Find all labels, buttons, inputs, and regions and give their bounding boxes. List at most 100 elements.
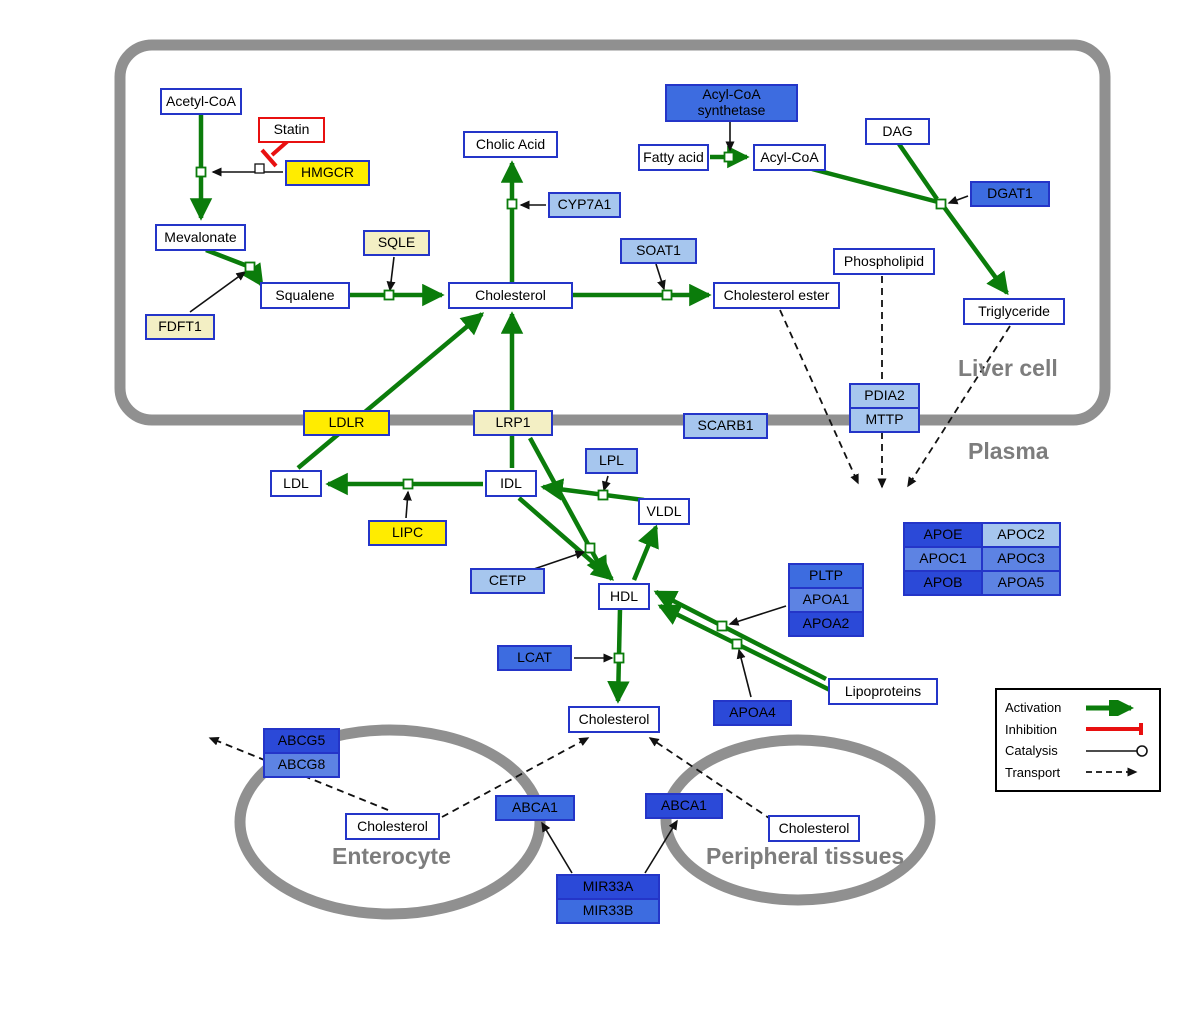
node-fatty-acid[interactable]: Fatty acid bbox=[638, 144, 709, 171]
liver-cell-label: Liver cell bbox=[958, 355, 1058, 381]
edge-dag-junction bbox=[897, 142, 939, 201]
node-phospholipid[interactable]: Phospholipid bbox=[833, 248, 935, 275]
legend-catalysis-row: Catalysis bbox=[1005, 740, 1151, 762]
node-cholesterol-liver[interactable]: Cholesterol bbox=[448, 282, 573, 309]
node-pltp[interactable]: PLTP bbox=[788, 563, 864, 589]
catalysis-circle-icon bbox=[1086, 744, 1148, 757]
edge-hdl-vldl bbox=[631, 524, 659, 581]
node-vldl[interactable]: VLDL bbox=[638, 498, 690, 525]
node-sqle[interactable]: SQLE bbox=[363, 230, 430, 256]
legend-inhibition-label: Inhibition bbox=[1005, 721, 1058, 737]
node-cholesterol-enterocyte[interactable]: Cholesterol bbox=[345, 813, 440, 840]
edge-lrp1-hdl-via-cetp bbox=[528, 436, 608, 580]
node-dgat1[interactable]: DGAT1 bbox=[970, 181, 1050, 207]
legend-activation-row: Activation bbox=[1005, 697, 1151, 719]
compartments bbox=[114, 39, 1111, 920]
catalysis-apoa4 bbox=[736, 648, 752, 698]
regulation-mir33-abca1-right bbox=[644, 819, 678, 874]
node-soat1[interactable]: SOAT1 bbox=[620, 238, 697, 264]
node-apob[interactable]: APOB bbox=[903, 570, 983, 596]
node-mevalonate[interactable]: Mevalonate bbox=[155, 224, 246, 251]
edge-ldl-cholesterol-via-ldlr bbox=[296, 312, 485, 470]
node-abca1-peripheral[interactable]: ABCA1 bbox=[645, 793, 723, 819]
transport-enterocyte-cholesterol-to-plasma bbox=[441, 737, 590, 818]
node-apoc3[interactable]: APOC3 bbox=[981, 546, 1061, 572]
catalysis-lpl bbox=[602, 475, 611, 492]
node-lipc[interactable]: LIPC bbox=[368, 520, 447, 546]
node-triglyceride[interactable]: Triglyceride bbox=[963, 298, 1065, 325]
node-abcg8[interactable]: ABCG8 bbox=[263, 752, 340, 778]
node-mir33a[interactable]: MIR33A bbox=[556, 874, 660, 900]
legend-activation-label: Activation bbox=[1005, 700, 1062, 716]
node-apoa1[interactable]: APOA1 bbox=[788, 587, 864, 613]
node-ldlr[interactable]: LDLR bbox=[303, 410, 390, 436]
activation-arrow-icon bbox=[1086, 699, 1134, 716]
node-mir33b[interactable]: MIR33B bbox=[556, 898, 660, 924]
inhibition-tbar bbox=[260, 148, 278, 168]
node-apoa5[interactable]: APOA5 bbox=[981, 570, 1061, 596]
node-pdia2[interactable]: PDIA2 bbox=[849, 383, 920, 409]
compartment-peripheral-tissues bbox=[660, 734, 936, 906]
node-statin[interactable]: Statin bbox=[258, 117, 325, 143]
transport-peripheral-cholesterol-to-plasma bbox=[648, 737, 773, 821]
catalysis-dgat1 bbox=[947, 195, 969, 205]
catalysis-cetp bbox=[533, 550, 586, 570]
legend-catalysis-label: Catalysis bbox=[1005, 743, 1058, 759]
node-hmgcr[interactable]: HMGCR bbox=[285, 160, 370, 186]
edge-acylcoa-junction bbox=[811, 166, 939, 205]
catalysis-fdft1 bbox=[189, 271, 247, 313]
plasma-label: Plasma bbox=[968, 438, 1049, 464]
node-hdl[interactable]: HDL bbox=[598, 583, 650, 610]
node-acyl-coa[interactable]: Acyl-CoA bbox=[753, 144, 826, 171]
legend-inhibition-row: Inhibition bbox=[1005, 719, 1151, 741]
node-mttp[interactable]: MTTP bbox=[849, 407, 920, 433]
node-ldl[interactable]: LDL bbox=[270, 470, 322, 497]
node-squalene[interactable]: Squalene bbox=[260, 282, 350, 309]
enterocyte-label: Enterocyte bbox=[332, 843, 451, 869]
catalysis-apoa-stack bbox=[728, 605, 787, 626]
node-lrp1[interactable]: LRP1 bbox=[473, 410, 553, 436]
transport-cholesterol-ester-to-plasma bbox=[779, 309, 859, 485]
catalysis-soat1 bbox=[655, 263, 666, 291]
inhibition-tbar-icon bbox=[1086, 723, 1143, 736]
legend: Activation Inhibition Catalysis Transpor… bbox=[995, 688, 1161, 792]
edge-lipoproteins-hdl-lower bbox=[657, 603, 839, 697]
node-acetyl-coa[interactable]: Acetyl-CoA bbox=[160, 88, 242, 115]
compartment-enterocyte bbox=[234, 724, 546, 920]
node-abca1-enterocyte[interactable]: ABCA1 bbox=[495, 795, 575, 821]
node-scarb1[interactable]: SCARB1 bbox=[683, 413, 768, 439]
node-apoa2[interactable]: APOA2 bbox=[788, 611, 864, 637]
compartment-liver-cell bbox=[114, 39, 1111, 426]
node-cetp[interactable]: CETP bbox=[470, 568, 545, 594]
node-abcg5[interactable]: ABCG5 bbox=[263, 728, 340, 754]
node-cholesterol-peripheral[interactable]: Cholesterol bbox=[768, 815, 860, 842]
peripheral-tissues-label: Peripheral tissues bbox=[706, 843, 905, 869]
legend-transport-label: Transport bbox=[1005, 764, 1061, 780]
node-dag[interactable]: DAG bbox=[865, 118, 930, 145]
catalysis-edges bbox=[189, 122, 969, 874]
regulation-mir33-abca1-left bbox=[541, 821, 573, 874]
node-cyp7a1[interactable]: CYP7A1 bbox=[548, 192, 621, 218]
node-acyl-coa-synthetase[interactable]: Acyl-CoA synthetase bbox=[665, 84, 798, 122]
node-cholic-acid[interactable]: Cholic Acid bbox=[463, 131, 558, 158]
node-cholesterol-plasma[interactable]: Cholesterol bbox=[568, 706, 660, 733]
node-lpl[interactable]: LPL bbox=[585, 448, 638, 474]
node-cholesterol-ester[interactable]: Cholesterol ester bbox=[713, 282, 840, 309]
node-idl[interactable]: IDL bbox=[485, 470, 537, 497]
catalysis-lipc bbox=[402, 490, 412, 519]
edge-junction-triglyceride bbox=[942, 205, 1009, 296]
node-fdft1[interactable]: FDFT1 bbox=[145, 314, 215, 340]
node-apoa4[interactable]: APOA4 bbox=[713, 700, 792, 726]
legend-transport-row: Transport bbox=[1005, 762, 1151, 784]
node-lipoproteins[interactable]: Lipoproteins bbox=[828, 678, 938, 705]
activation-edges bbox=[189, 114, 1009, 704]
node-apoc1[interactable]: APOC1 bbox=[903, 546, 983, 572]
node-apoc2[interactable]: APOC2 bbox=[981, 522, 1061, 548]
node-lcat[interactable]: LCAT bbox=[497, 645, 572, 671]
reaction-nodes bbox=[195, 151, 947, 664]
node-apoe[interactable]: APOE bbox=[903, 522, 983, 548]
transport-dashed-arrow-icon bbox=[1086, 767, 1138, 777]
catalysis-sqle bbox=[386, 256, 396, 292]
